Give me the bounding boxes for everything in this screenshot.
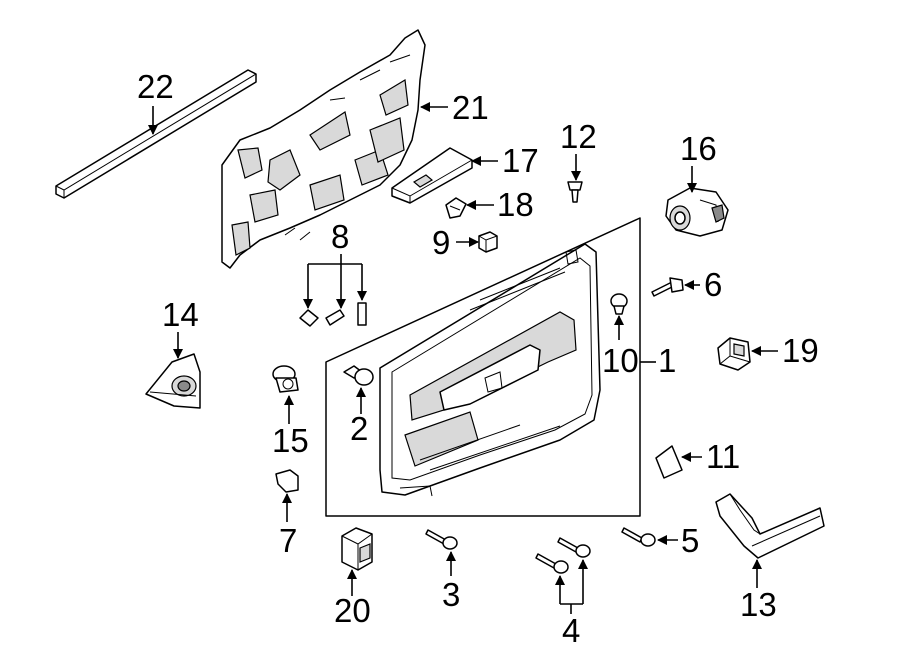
part-21-water-shield[interactable] <box>221 29 426 269</box>
callout-9: 9 <box>432 224 450 261</box>
part-7-clip[interactable] <box>275 469 299 493</box>
part-12-screw[interactable] <box>567 181 583 203</box>
leader-8 <box>303 254 367 309</box>
part-15-push-clip[interactable] <box>272 365 299 393</box>
part-6-bolt[interactable] <box>651 277 684 297</box>
callout-17: 17 <box>502 142 539 179</box>
callout-6: 6 <box>704 266 722 303</box>
callout-16: 16 <box>680 130 717 167</box>
callout-20: 20 <box>334 592 371 629</box>
callout-5: 5 <box>681 522 699 559</box>
callout-8: 8 <box>331 218 349 255</box>
part-20-module[interactable] <box>341 527 373 571</box>
part-1-door-trim-panel[interactable] <box>325 217 641 517</box>
callout-11: 11 <box>706 438 740 475</box>
part-13-sill-trim[interactable] <box>715 493 825 559</box>
callout-2: 2 <box>350 410 368 447</box>
callout-1: 1 <box>658 342 676 379</box>
part-19-connector[interactable] <box>717 337 751 371</box>
part-4-bolts[interactable] <box>535 537 591 574</box>
part-8-clips[interactable] <box>299 302 367 327</box>
callout-15: 15 <box>272 422 309 459</box>
part-17-trim-pad[interactable] <box>391 147 473 204</box>
callout-3: 3 <box>442 576 460 613</box>
callout-21: 21 <box>452 89 489 126</box>
part-11-pad[interactable] <box>655 445 683 479</box>
callout-19: 19 <box>782 332 819 369</box>
callout-22: 22 <box>137 68 174 105</box>
callout-13: 13 <box>740 586 777 623</box>
part-10-push-pin[interactable] <box>610 293 628 315</box>
part-3-screw[interactable] <box>425 529 458 550</box>
callout-12: 12 <box>560 118 597 155</box>
callout-14: 14 <box>162 296 199 333</box>
part-5-screw[interactable] <box>621 527 656 547</box>
part-16-switch[interactable] <box>665 187 729 237</box>
callout-10: 10 <box>602 342 639 379</box>
callout-4: 4 <box>562 612 580 649</box>
part-14-speaker-cover[interactable] <box>145 353 201 409</box>
part-18-clip[interactable] <box>445 197 467 219</box>
callout-7: 7 <box>279 522 297 559</box>
part-2-retainer[interactable] <box>343 365 374 386</box>
part-9-retainer[interactable] <box>478 231 498 253</box>
callout-18: 18 <box>497 186 534 223</box>
leader-4 <box>555 559 588 614</box>
